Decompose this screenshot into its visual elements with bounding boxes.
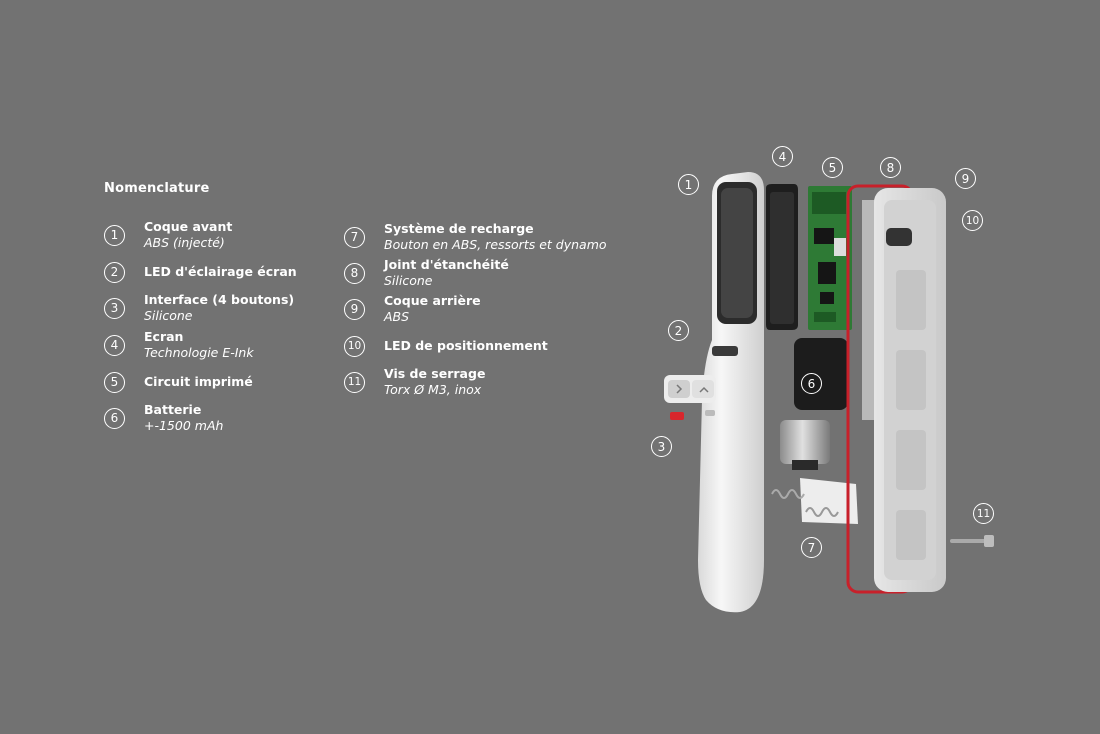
callout-3: 3	[651, 436, 672, 457]
legend-number: 8	[344, 262, 365, 284]
legend-number: 11	[344, 371, 365, 393]
seal-metal-strip	[862, 200, 876, 420]
callout-9: 9	[955, 168, 976, 189]
legend-item-3: 3 Interface (4 boutons)Silicone	[104, 291, 384, 325]
legend-item-5: 5 Circuit imprimé	[104, 365, 384, 399]
legend-number: 9	[344, 298, 365, 320]
legend-item-10: 10 LED de positionnement	[344, 329, 624, 363]
front-led-slot	[712, 346, 738, 356]
callout-10: 10	[962, 210, 983, 231]
legend-name: LED de positionnement	[384, 338, 548, 353]
legend-name: Circuit imprimé	[144, 374, 253, 389]
legend-name: Joint d'étanchéité	[384, 257, 509, 272]
legend-number: 3	[104, 297, 125, 319]
front-shell	[698, 172, 764, 613]
callout-2: 2	[668, 320, 689, 341]
legend-sub: ABS	[384, 309, 410, 324]
e-ink-screen	[766, 184, 798, 330]
callout-4: 4	[772, 146, 793, 167]
legend-name: Interface (4 boutons)	[144, 292, 295, 307]
legend-item-6: 6 Batterie+-1500 mAh	[104, 401, 384, 435]
legend-sub: Technologie E-Ink	[144, 345, 254, 360]
legend-sub: +-1500 mAh	[144, 418, 224, 433]
legend-number: 1	[104, 224, 125, 246]
callout-5: 5	[822, 157, 843, 178]
callout-8: 8	[880, 157, 901, 178]
nomenclature-title: Nomenclature	[104, 181, 210, 196]
callout-1: 1	[678, 174, 699, 195]
tightening-screw	[950, 535, 994, 547]
positioning-led	[886, 228, 912, 246]
legend-sub: Silicone	[144, 308, 193, 323]
legend-number: 7	[344, 226, 365, 248]
legend-name: Vis de serrage	[384, 366, 486, 381]
legend-name: Ecran	[144, 329, 184, 344]
callout-7: 7	[801, 537, 822, 558]
legend-number: 4	[104, 334, 125, 356]
legend-name: Système de recharge	[384, 221, 534, 236]
legend-sub: Torx Ø M3, inox	[384, 382, 482, 397]
legend-sub: ABS (injecté)	[144, 235, 225, 250]
legend-name: Coque avant	[144, 219, 233, 234]
back-shell	[874, 188, 946, 592]
legend-number: 10	[344, 335, 365, 357]
legend-name: Batterie	[144, 402, 202, 417]
callout-6: 6	[801, 373, 822, 394]
legend-item-2: 2 LED d'éclairage écran	[104, 255, 384, 289]
legend-number: 5	[104, 371, 125, 393]
charging-system	[771, 420, 858, 524]
callout-11: 11	[973, 503, 994, 524]
battery	[794, 338, 848, 410]
screen-led	[670, 412, 684, 420]
legend-sub: Bouton en ABS, ressorts et dynamo	[384, 237, 607, 252]
interface-buttons	[664, 375, 716, 403]
legend-number: 6	[104, 407, 125, 429]
legend-number: 2	[104, 261, 125, 283]
legend-sub: Silicone	[384, 273, 433, 288]
legend-name: Coque arrière	[384, 293, 481, 308]
circuit-board	[808, 186, 852, 330]
legend-name: LED d'éclairage écran	[144, 264, 297, 279]
